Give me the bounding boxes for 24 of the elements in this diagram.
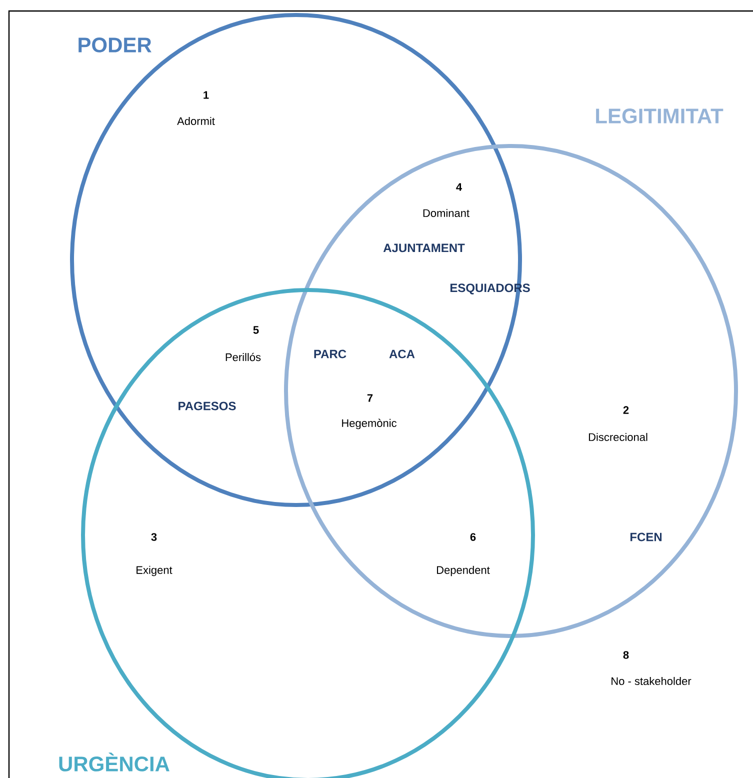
region-number: 5 [253, 326, 259, 334]
region-number: 6 [470, 533, 476, 541]
set-label: PODER [78, 38, 152, 52]
stakeholder-label: PARC [314, 350, 346, 358]
region-number: 4 [456, 183, 462, 191]
region-number: 1 [204, 91, 209, 99]
region-name: Adormit [177, 116, 215, 126]
region-number: 7 [367, 394, 373, 402]
region-name: Hegemònic [342, 418, 397, 430]
region-name: No - stakeholder [612, 676, 692, 686]
region-number: 8 [623, 651, 629, 659]
stakeholder-label: FCEN [630, 532, 662, 542]
region-name: Dependent [437, 566, 490, 576]
region-number: 3 [151, 533, 157, 541]
stakeholder-label: PAGESOS [178, 402, 236, 410]
region-name: Discrecional [588, 432, 648, 442]
region-number: 2 [623, 406, 629, 414]
region-name: Exigent [136, 566, 172, 576]
region-name: Perillós [226, 352, 261, 362]
stakeholder-label: AJUNTAMENT [383, 244, 465, 252]
region-name: Dominant [423, 208, 470, 218]
set-label: LEGITIMITAT [596, 108, 724, 124]
stakeholder-label: ACA [389, 350, 415, 358]
set-label: URGÈNCIA [59, 752, 170, 772]
